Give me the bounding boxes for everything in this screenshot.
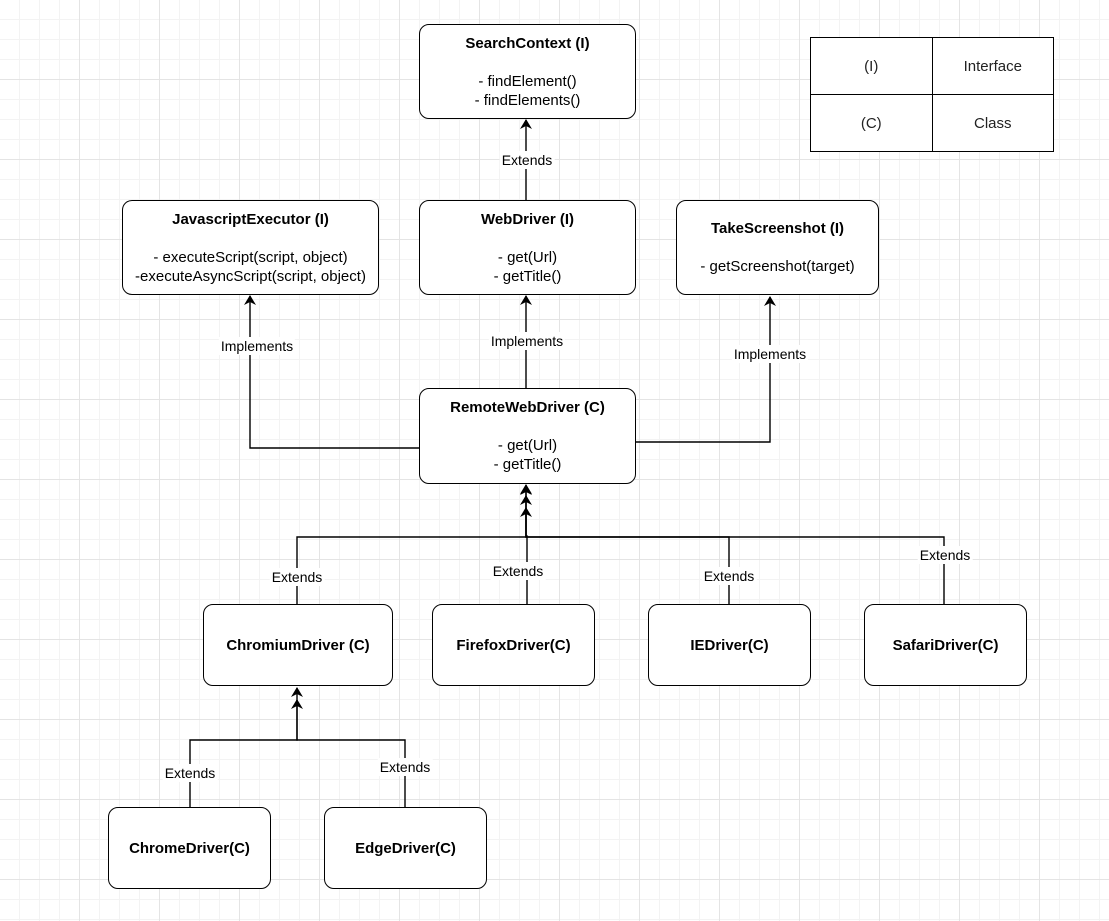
node-title: SafariDriver(C) bbox=[892, 636, 999, 654]
legend-meaning: Interface bbox=[931, 37, 1054, 95]
node-safari-driver[interactable]: SafariDriver(C) bbox=[864, 604, 1027, 686]
node-title: WebDriver (I) bbox=[480, 210, 575, 228]
node-title: ChromiumDriver (C) bbox=[226, 636, 370, 654]
node-ie-driver[interactable]: IEDriver(C) bbox=[648, 604, 811, 686]
edge-label-webdriver-searchcontext: Extends bbox=[499, 151, 555, 169]
edge-label-remote-take-screenshot: Implements bbox=[731, 345, 809, 363]
node-remote-web-driver[interactable]: RemoteWebDriver (C) - get(Url) - getTitl… bbox=[419, 388, 636, 484]
node-title: ChromeDriver(C) bbox=[129, 839, 250, 857]
node-method: - get(Url) bbox=[497, 248, 558, 266]
node-chrome-driver[interactable]: ChromeDriver(C) bbox=[108, 807, 271, 889]
edge-chrome-to-chromium bbox=[189, 687, 303, 807]
edge-chromium-to-remote bbox=[296, 485, 532, 604]
edge-label-chromium-remote: Extends bbox=[269, 568, 325, 586]
edge-remote-to-javascript-executor bbox=[244, 295, 419, 449]
edge-edge-to-chromium bbox=[291, 699, 406, 807]
legend-meaning: Class bbox=[931, 94, 1054, 152]
node-method: - executeScript(script, object) bbox=[153, 248, 348, 266]
node-take-screenshot[interactable]: TakeScreenshot (I) - getScreenshot(targe… bbox=[676, 200, 879, 295]
edge-safari-to-remote bbox=[520, 507, 945, 604]
legend-symbol: (I) bbox=[810, 37, 933, 95]
node-method: - get(Url) bbox=[497, 437, 558, 454]
edge-remote-to-take-screenshot bbox=[636, 296, 776, 443]
edge-label-safari-remote: Extends bbox=[917, 546, 973, 564]
node-method: - getTitle() bbox=[493, 267, 562, 285]
node-web-driver[interactable]: WebDriver (I) - get(Url) - getTitle() bbox=[419, 200, 636, 295]
legend-row: (C) Class bbox=[810, 94, 1054, 152]
node-title: IEDriver(C) bbox=[690, 636, 769, 654]
node-method: - findElements() bbox=[474, 91, 581, 109]
node-title: RemoteWebDriver (C) bbox=[450, 399, 605, 416]
node-chromium-driver[interactable]: ChromiumDriver (C) bbox=[203, 604, 393, 686]
edge-ie-to-remote bbox=[520, 495, 730, 604]
node-title: TakeScreenshot (I) bbox=[710, 220, 845, 237]
edge-label-remote-javascript-executor: Implements bbox=[218, 337, 296, 355]
node-method: - findElement() bbox=[478, 72, 577, 90]
legend-table: (I) Interface (C) Class bbox=[810, 37, 1054, 152]
node-title: EdgeDriver(C) bbox=[355, 839, 456, 857]
edge-label-edge-chromium: Extends bbox=[377, 758, 433, 776]
node-edge-driver[interactable]: EdgeDriver(C) bbox=[324, 807, 487, 889]
node-method: - getTitle() bbox=[493, 456, 562, 473]
node-title: FirefoxDriver(C) bbox=[456, 636, 571, 654]
legend-row: (I) Interface bbox=[810, 37, 1054, 95]
edge-label-chrome-chromium: Extends bbox=[162, 764, 218, 782]
edge-label-ie-remote: Extends bbox=[701, 567, 757, 585]
legend-symbol: (C) bbox=[810, 94, 933, 152]
node-javascript-executor[interactable]: JavascriptExecutor (I) - executeScript(s… bbox=[122, 200, 379, 295]
node-method: -executeAsyncScript(script, object) bbox=[135, 267, 366, 285]
edge-label-firefox-remote: Extends bbox=[490, 562, 546, 580]
node-title: JavascriptExecutor (I) bbox=[172, 210, 329, 228]
node-search-context[interactable]: SearchContext (I) - findElement() - find… bbox=[419, 24, 636, 119]
node-firefox-driver[interactable]: FirefoxDriver(C) bbox=[432, 604, 595, 686]
node-title: SearchContext (I) bbox=[465, 34, 590, 52]
node-method: - getScreenshot(target) bbox=[700, 258, 855, 275]
edge-label-remote-webdriver: Implements bbox=[488, 332, 566, 350]
